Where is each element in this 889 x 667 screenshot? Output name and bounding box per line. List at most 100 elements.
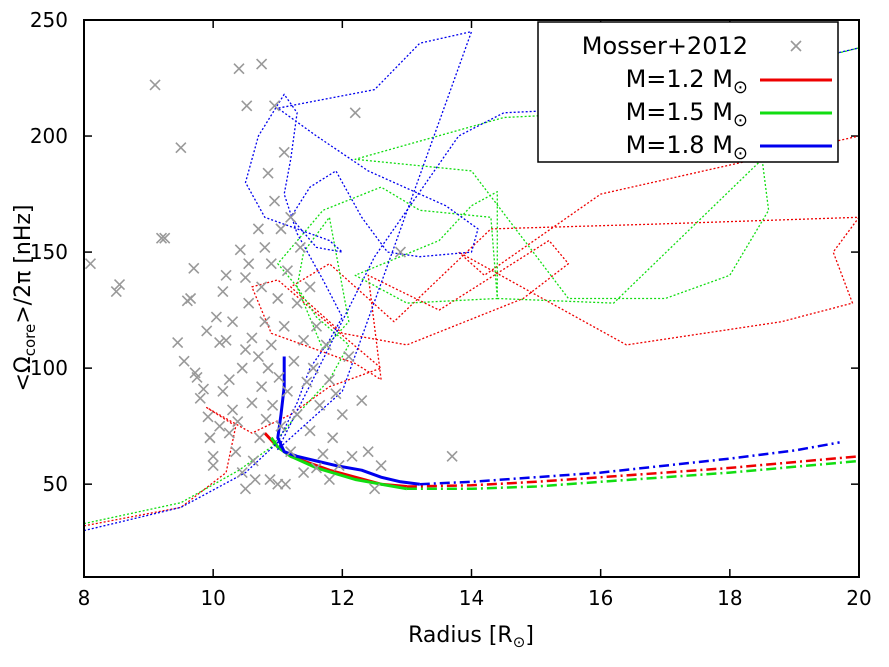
- y-tick-label: 150: [30, 240, 68, 264]
- obs-marker: [291, 297, 303, 309]
- y-tick-label: 250: [30, 8, 68, 32]
- obs-marker: [184, 292, 197, 305]
- obs-marker: [230, 446, 242, 458]
- obs-marker: [214, 420, 226, 432]
- obs-marker: [275, 223, 287, 235]
- obs-marker: [207, 450, 219, 462]
- obs-marker: [201, 325, 213, 337]
- obs-marker: [285, 446, 297, 458]
- obs-marker: [262, 362, 274, 374]
- obs-marker: [243, 297, 255, 309]
- obs-marker: [265, 339, 277, 351]
- obs-marker: [327, 432, 339, 444]
- obs-marker: [333, 460, 345, 472]
- obs-marker: [246, 332, 258, 344]
- obs-marker: [343, 350, 355, 363]
- track-line-dashdot: [406, 455, 859, 488]
- obs-marker: [323, 374, 335, 386]
- obs-marker: [288, 355, 300, 367]
- legend: Mosser+2012 M=1.2 M⊙ M=1.5 M⊙ M=1.8 M⊙: [537, 21, 839, 164]
- plot-frame: [83, 19, 860, 578]
- obs-marker: [155, 232, 168, 244]
- obs-marker: [310, 462, 323, 474]
- obs-marker: [159, 232, 171, 244]
- obs-marker: [202, 411, 214, 423]
- track-line-solid: [276, 356, 420, 486]
- obs-marker: [217, 385, 229, 397]
- obs-marker: [175, 142, 187, 154]
- observation-markers: [84, 58, 458, 495]
- obs-marker: [375, 460, 387, 472]
- obs-marker: [369, 483, 381, 495]
- obs-marker: [278, 146, 290, 158]
- x-tick-label: 10: [200, 586, 225, 610]
- obs-marker: [304, 281, 316, 293]
- obs-marker: [110, 285, 122, 298]
- obs-marker: [149, 79, 161, 91]
- obs-marker: [281, 265, 294, 277]
- obs-marker: [298, 334, 310, 346]
- track-line-dotted: [84, 47, 859, 525]
- obs-marker: [204, 432, 216, 444]
- obs-marker: [256, 58, 268, 70]
- obs-marker: [252, 223, 264, 235]
- obs-marker: [278, 320, 290, 332]
- obs-marker: [223, 374, 235, 386]
- legend-label-m15: M=1.5 M⊙: [626, 98, 748, 131]
- obs-marker: [281, 385, 294, 397]
- obs-marker: [268, 195, 281, 207]
- obs-marker: [84, 258, 97, 270]
- y-tick-label: 50: [43, 472, 68, 496]
- track-line-dashdot: [406, 459, 859, 491]
- obs-marker: [249, 473, 261, 486]
- obs-marker: [188, 262, 200, 274]
- obs-marker: [252, 350, 264, 363]
- x-tick-label: 18: [717, 586, 742, 610]
- obs-marker: [320, 339, 332, 351]
- obs-marker: [446, 450, 458, 462]
- obs-marker: [349, 107, 361, 119]
- obs-marker: [294, 241, 306, 254]
- obs-marker: [239, 483, 252, 495]
- track-line-solid: [270, 436, 408, 491]
- obs-marker: [246, 397, 258, 409]
- obs-marker: [291, 408, 303, 421]
- obs-marker: [191, 371, 203, 383]
- obs-marker: [207, 460, 219, 472]
- obs-marker: [239, 272, 252, 284]
- obs-marker: [220, 269, 232, 281]
- obs-marker: [279, 478, 292, 490]
- legend-label-m18: M=1.8 M⊙: [626, 131, 748, 164]
- obs-marker: [330, 388, 342, 400]
- obs-marker: [223, 427, 235, 439]
- obs-marker: [226, 316, 239, 328]
- obs-marker: [336, 408, 348, 421]
- obs-marker: [264, 473, 276, 486]
- obs-marker: [259, 241, 271, 254]
- obs-marker: [256, 281, 268, 293]
- obs-marker: [275, 420, 287, 432]
- legend-x-glyph: [790, 40, 802, 52]
- y-tick-label: 200: [30, 124, 68, 148]
- track-line-dotted: [84, 135, 859, 527]
- obs-marker: [310, 320, 323, 332]
- y-axis-label: <Ωcore>/2π [nHz]: [11, 204, 39, 391]
- obs-marker: [178, 355, 190, 367]
- y-tick-label: 100: [30, 356, 68, 380]
- legend-label-mosser: Mosser+2012: [582, 32, 748, 60]
- obs-marker: [172, 337, 184, 349]
- obs-marker: [317, 448, 329, 460]
- obs-marker: [236, 362, 248, 374]
- obs-marker: [197, 383, 210, 395]
- x-tick-label: 20: [846, 586, 871, 610]
- obs-marker: [210, 311, 222, 323]
- legend-box: [537, 21, 839, 163]
- obs-marker: [260, 413, 272, 425]
- obs-marker: [194, 392, 206, 404]
- x-tick-label: 12: [330, 586, 355, 610]
- obs-marker: [272, 292, 284, 305]
- obs-marker: [268, 100, 281, 112]
- obs-marker: [273, 371, 285, 383]
- obs-marker: [217, 285, 229, 298]
